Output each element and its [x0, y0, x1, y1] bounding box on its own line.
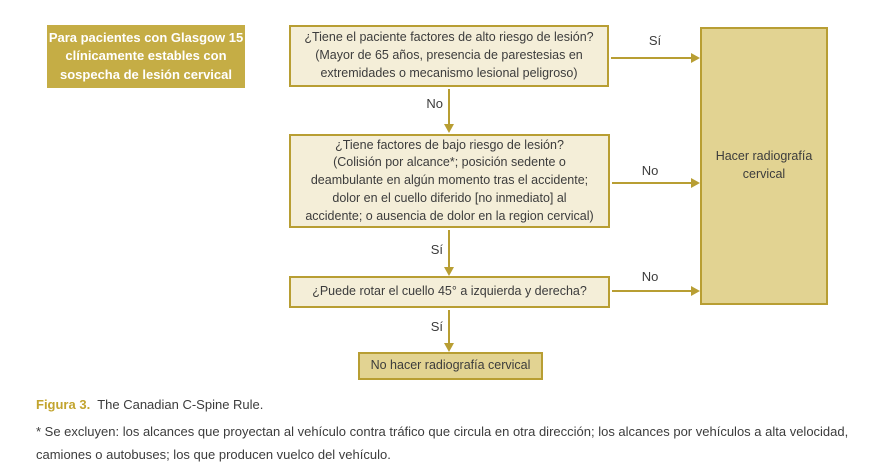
edge-label-yes: Sí	[430, 242, 443, 257]
edge-label-no: No	[426, 96, 443, 111]
question-high-risk-box: ¿Tiene el paciente factores de alto ries…	[289, 25, 609, 87]
question-rotate-neck-box: ¿Puede rotar el cuello 45° a izquierda y…	[289, 276, 610, 308]
arrowhead-right-icon	[691, 286, 700, 296]
question-low-risk-box: ¿Tiene factores de bajo riesgo de lesión…	[289, 134, 610, 228]
arrowhead-right-icon	[691, 53, 700, 63]
arrow-line	[612, 290, 692, 292]
start-condition-box: Para pacientes con Glasgow 15 clínicamen…	[47, 25, 245, 88]
arrow-line	[612, 182, 692, 184]
arrow-line	[448, 89, 450, 125]
figure-footnote: * Se excluyen: los alcances que proyecta…	[36, 424, 849, 462]
arrow-line	[448, 230, 450, 268]
figure-caption-text: The Canadian C-Spine Rule.	[97, 397, 264, 412]
arrow-line	[448, 310, 450, 344]
outcome-no-xray-box: No hacer radiografía cervical	[358, 352, 543, 380]
arrowhead-down-icon	[444, 343, 454, 352]
edge-label-yes: Sí	[648, 33, 662, 48]
arrowhead-down-icon	[444, 267, 454, 276]
figure-caption: Figura 3. The Canadian C-Spine Rule.	[36, 397, 263, 412]
edge-label-no: No	[641, 163, 659, 178]
edge-label-no: No	[641, 269, 659, 284]
figure-caption-number: Figura 3.	[36, 397, 91, 412]
arrowhead-right-icon	[691, 178, 700, 188]
outcome-xray-box: Hacer radiografía cervical	[700, 27, 828, 305]
arrowhead-down-icon	[444, 124, 454, 133]
edge-label-yes: Sí	[430, 319, 443, 334]
arrow-line	[611, 57, 692, 59]
